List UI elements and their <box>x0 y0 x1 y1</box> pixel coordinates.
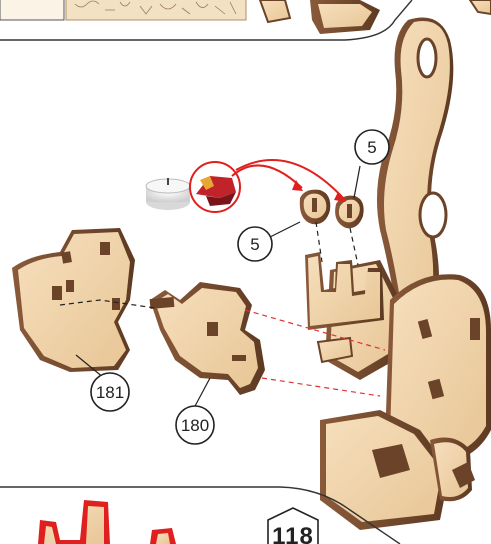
wax-block-icon <box>190 162 240 212</box>
callout-label: 181 <box>96 383 124 402</box>
callout-181: 181 <box>91 373 129 411</box>
part-181 <box>12 228 135 372</box>
callout-180: 180 <box>176 406 214 444</box>
body-assembly <box>305 252 491 530</box>
parts-sheet-thumbnail <box>66 0 246 20</box>
callout-5-top: 5 <box>355 130 389 164</box>
tea-light-candle-icon <box>146 178 190 210</box>
sheet-thumbnail <box>0 0 64 20</box>
page-number: 118 <box>272 523 314 544</box>
callout-label: 5 <box>250 235 259 254</box>
page-number-badge: 118 <box>268 508 318 544</box>
connector-piece-a <box>300 190 331 225</box>
callout-label: 5 <box>367 138 376 157</box>
callout-5-left: 5 <box>238 227 272 261</box>
callout-label: 180 <box>181 416 209 435</box>
part-180 <box>150 282 265 395</box>
application-arrows <box>232 160 346 202</box>
